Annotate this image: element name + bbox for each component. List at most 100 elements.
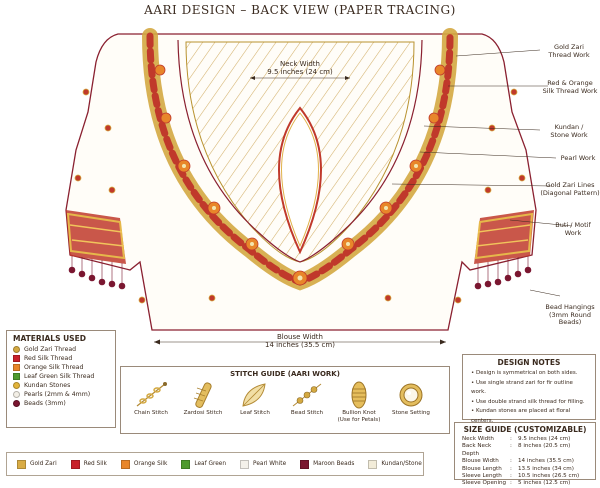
design-notes-title: DESIGN NOTES [497, 358, 561, 367]
size-row: Sleeve Opening:5 inches (12.5 cm) [462, 480, 595, 487]
keyhole-opening [278, 106, 322, 255]
stitch-leaf: Leaf Stitch [229, 380, 281, 417]
stitch-guide-title: STITCH GUIDE (AARI WORK) [230, 370, 340, 378]
stitch-zardosi: Zardosi Stitch [177, 380, 229, 417]
design-note: Use double strand silk thread for fillin… [471, 398, 589, 408]
size-separator: : [510, 473, 512, 480]
callout-bead-hangings: Bead Hangings(3mm Round Beads) [545, 303, 595, 326]
buti-motifs [74, 88, 526, 304]
material-label: Orange Silk Thread [24, 364, 84, 371]
material-item: Kundan Stones [13, 381, 115, 390]
material-label: Leaf Green Silk Thread [24, 373, 95, 380]
material-item: Pearls (2mm & 4mm) [13, 390, 115, 399]
zardosi-stitch-icon [193, 382, 212, 408]
legend-swatch [17, 459, 26, 469]
legend-item: Maroon Beads [300, 459, 355, 469]
legend-swatch [240, 459, 250, 469]
size-separator: : [510, 480, 512, 487]
legend-label: Maroon Beads [313, 461, 355, 467]
material-label: Pearls (2mm & 4mm) [24, 391, 91, 398]
stone-setting-icon [399, 383, 423, 407]
legend-swatch [120, 459, 130, 469]
design-note: Kundan stones are placed at floral cente… [471, 407, 589, 426]
left-sleeve-border [66, 210, 126, 264]
stitch-bullion: Bullion Knot (Use for Petals) [333, 380, 385, 423]
size-value: 10.5 inches (26.5 cm) [518, 473, 580, 480]
legend-item: Pearl White [240, 459, 287, 469]
design-note: Use single strand zari for fir outline w… [471, 379, 589, 398]
bead-stitch-icon [292, 383, 322, 407]
design-notes-panel: DESIGN NOTES Design is symmetrical on bo… [462, 354, 596, 443]
legend-label: Leaf Green [194, 461, 227, 467]
legend-item: Leaf Green [181, 459, 227, 469]
design-note: Design is symmetrical on both sides. [471, 369, 589, 379]
legend-label: Orange Silk [133, 461, 168, 467]
size-row: Neck Width:9.5 inches (24 cm) [462, 436, 595, 443]
material-item: Orange Silk Thread [13, 363, 115, 372]
material-swatch [13, 346, 20, 353]
size-value: 5 inches (12.5 cm) [518, 480, 571, 487]
stitch-guide-panel: STITCH GUIDE (AARI WORK) Chain Stitch Za… [120, 366, 450, 434]
material-label: Beads (3mm) [24, 400, 66, 407]
material-label: Red Silk Thread [24, 355, 73, 362]
material-swatch [13, 355, 20, 362]
leaf-stitch-icon [242, 383, 266, 407]
legend-swatch [368, 459, 378, 469]
size-label: Sleeve Opening [462, 480, 507, 487]
callout-kundan: Kundan /Stone Work [550, 123, 588, 139]
material-label: Kundan Stones [24, 382, 71, 389]
material-swatch [13, 364, 20, 371]
size-row: Back Neck Depth:8 inches (20.5 cm) [462, 443, 595, 458]
size-value: 9.5 inches (24 cm) [518, 436, 571, 442]
material-swatch [13, 391, 20, 398]
legend-label: Pearl White [253, 461, 287, 467]
size-label: Back Neck Depth [462, 443, 492, 457]
size-label: Neck Width [462, 436, 494, 442]
size-value: 8 inches (20.5 cm) [518, 443, 571, 450]
stitch-stone: Stone Setting [385, 380, 437, 417]
material-item: Red Silk Thread [13, 354, 115, 363]
chain-stitch-icon [136, 382, 167, 407]
left-bead-hangings [68, 256, 126, 290]
size-row: Blouse Width:14 inches (35.5 cm) [462, 458, 595, 465]
size-guide-panel: SIZE GUIDE (CUSTOMIZABLE) Neck Width:9.5… [454, 422, 596, 486]
size-value: 14 inches (35.5 cm) [518, 458, 574, 465]
size-label: Sleeve Length [462, 473, 502, 480]
color-legend: Gold Zari Red Silk Orange Silk Leaf Green Pe… [6, 452, 424, 476]
material-swatch [13, 373, 20, 380]
size-label: Blouse Length [462, 465, 502, 472]
legend-swatch [181, 459, 191, 469]
size-separator: : [510, 443, 512, 450]
right-bead-hangings [474, 256, 532, 290]
size-separator: : [510, 436, 512, 442]
legend-swatch [300, 459, 310, 469]
legend-label: Gold Zari [30, 461, 57, 467]
size-row: Blouse Length:13.5 inches (34 cm) [462, 466, 595, 473]
size-separator: : [510, 465, 512, 472]
legend-label: Red Silk [83, 461, 107, 467]
callout-pearl: Pearl Work [560, 154, 596, 162]
legend-item: Gold Zari [17, 459, 57, 469]
legend-label: Kundan/Stone [381, 461, 422, 467]
material-label: Gold Zari Thread [24, 346, 77, 353]
materials-title: MATERIALS USED [13, 334, 86, 343]
stitch-bead: Bead Stitch [281, 380, 333, 417]
material-swatch [13, 382, 20, 389]
material-item: Beads (3mm) [13, 399, 115, 408]
page-title: AARI DESIGN – BACK VIEW (PAPER TRACING) [144, 3, 456, 17]
size-value: 13.5 inches (34 cm) [518, 465, 574, 472]
size-separator: : [510, 458, 512, 465]
material-swatch [13, 400, 20, 407]
legend-item: Red Silk [70, 459, 107, 469]
legend-item: Kundan/Stone [368, 459, 422, 469]
size-row: Sleeve Length:10.5 inches (26.5 cm) [462, 473, 595, 480]
neck-width-label: Neck Width 9.5 inches (24 cm) [267, 60, 333, 76]
right-sleeve-border [474, 210, 534, 264]
blouse-width-label: Blouse Width 14 inches (35.5 cm) [265, 333, 335, 349]
material-item: Leaf Green Silk Thread [13, 372, 115, 381]
